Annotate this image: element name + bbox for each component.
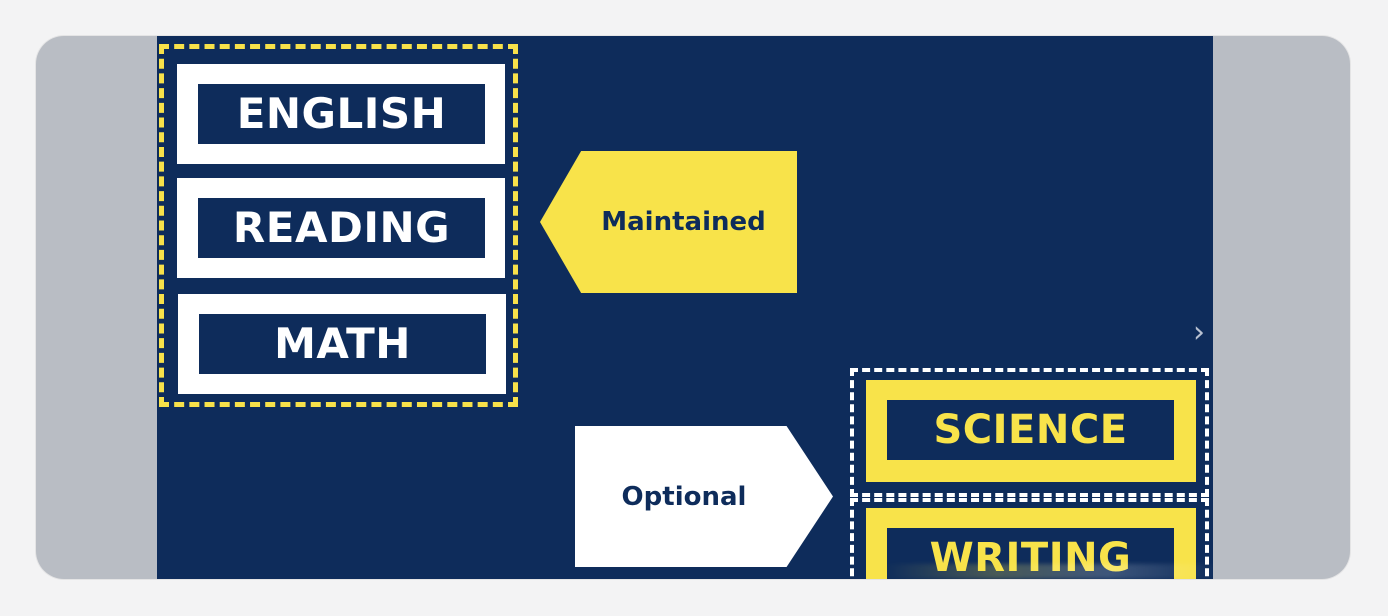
writing-label: WRITING	[887, 528, 1174, 579]
english-card: ENGLISH	[177, 64, 505, 164]
optional-group-border-top	[850, 368, 1209, 497]
bottom-blur	[882, 564, 1213, 579]
optional-tag: Optional	[575, 426, 833, 567]
reading-label: READING	[198, 198, 485, 258]
math-card: MATH	[178, 294, 506, 394]
slide-canvas: ENGLISH READING MATH Maintained Optional…	[157, 36, 1213, 579]
reading-card: READING	[177, 178, 505, 278]
optional-group-border-bottom	[850, 498, 1209, 579]
science-card: SCIENCE	[866, 380, 1196, 482]
chevron-right-icon[interactable]: ›	[1193, 315, 1205, 350]
english-label: ENGLISH	[198, 84, 485, 144]
science-label: SCIENCE	[887, 400, 1174, 460]
maintained-group-border	[159, 44, 518, 407]
presentation-window: ENGLISH READING MATH Maintained Optional…	[36, 36, 1350, 579]
writing-card: WRITING	[866, 508, 1196, 579]
maintained-tag: Maintained	[540, 151, 797, 293]
math-label: MATH	[199, 314, 486, 374]
